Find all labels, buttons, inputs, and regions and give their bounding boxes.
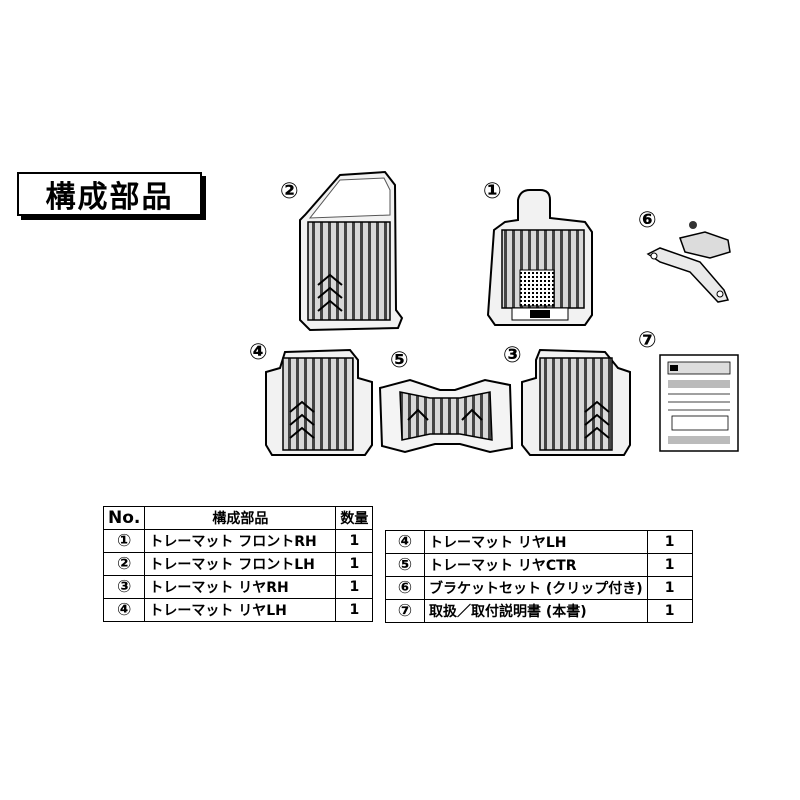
row-no: ⑥ [385, 576, 425, 600]
table-row: ② トレーマット フロントLH 1 [102, 552, 374, 576]
row-qty: 1 [335, 552, 374, 576]
bracket-set [646, 221, 731, 303]
row-no: ③ [102, 575, 146, 599]
parts-table-left: No. 構成部品 数量 ① トレーマット フロントRH 1 ② トレーマット フ… [102, 506, 374, 622]
header-qty: 数量 [335, 506, 374, 530]
row-no: ④ [385, 530, 425, 554]
rear-rh-mat [521, 348, 631, 456]
row-no: ① [102, 529, 146, 553]
table-row: ⑦ 取扱／取付説明書 (本書) 1 [385, 599, 693, 623]
part-label-3: ③ [503, 343, 522, 368]
row-no: ② [102, 552, 146, 576]
row-name: トレーマット フロントRH [144, 529, 337, 553]
row-name: トレーマット リヤCTR [424, 553, 648, 577]
row-name: トレーマット リヤRH [144, 575, 337, 599]
part-label-6: ⑥ [638, 208, 657, 233]
row-no: ⑦ [385, 599, 425, 623]
part-label-1: ① [483, 179, 502, 204]
table-row: ⑤ トレーマット リヤCTR 1 [385, 553, 693, 577]
row-qty: 1 [335, 529, 374, 553]
table-row: ① トレーマット フロントRH 1 [102, 529, 374, 553]
row-name: 取扱／取付説明書 (本書) [424, 599, 648, 623]
row-qty: 1 [335, 598, 374, 622]
part-label-4: ④ [249, 340, 268, 365]
row-name: トレーマット リヤLH [424, 530, 648, 554]
part-label-7: ⑦ [638, 328, 657, 353]
row-qty: 1 [646, 553, 693, 577]
rear-lh-mat [265, 348, 373, 456]
table-row: ⑥ ブラケットセット (クリップ付き) 1 [385, 576, 693, 600]
table-row: ④ トレーマット リヤLH 1 [102, 598, 374, 622]
rear-ctr-mat [378, 378, 514, 454]
row-no: ④ [102, 598, 146, 622]
front-lh-mat [299, 170, 404, 332]
row-name: ブラケットセット (クリップ付き) [424, 576, 648, 600]
instruction-manual [659, 354, 739, 452]
front-rh-mat [486, 189, 593, 326]
table-row: ③ トレーマット リヤRH 1 [102, 575, 374, 599]
row-qty: 1 [646, 599, 693, 623]
section-title: 構成部品 [17, 172, 202, 216]
header-no: No. [102, 506, 146, 530]
row-qty: 1 [646, 530, 693, 554]
row-name: トレーマット フロントLH [144, 552, 337, 576]
table-row: ④ トレーマット リヤLH 1 [385, 530, 693, 554]
row-no: ⑤ [385, 553, 425, 577]
part-label-5: ⑤ [390, 348, 409, 373]
row-name: トレーマット リヤLH [144, 598, 337, 622]
part-label-2: ② [280, 179, 299, 204]
parts-table-right: ④ トレーマット リヤLH 1 ⑤ トレーマット リヤCTR 1 ⑥ ブラケット… [385, 530, 693, 623]
row-qty: 1 [646, 576, 693, 600]
row-qty: 1 [335, 575, 374, 599]
header-name: 構成部品 [144, 506, 337, 530]
